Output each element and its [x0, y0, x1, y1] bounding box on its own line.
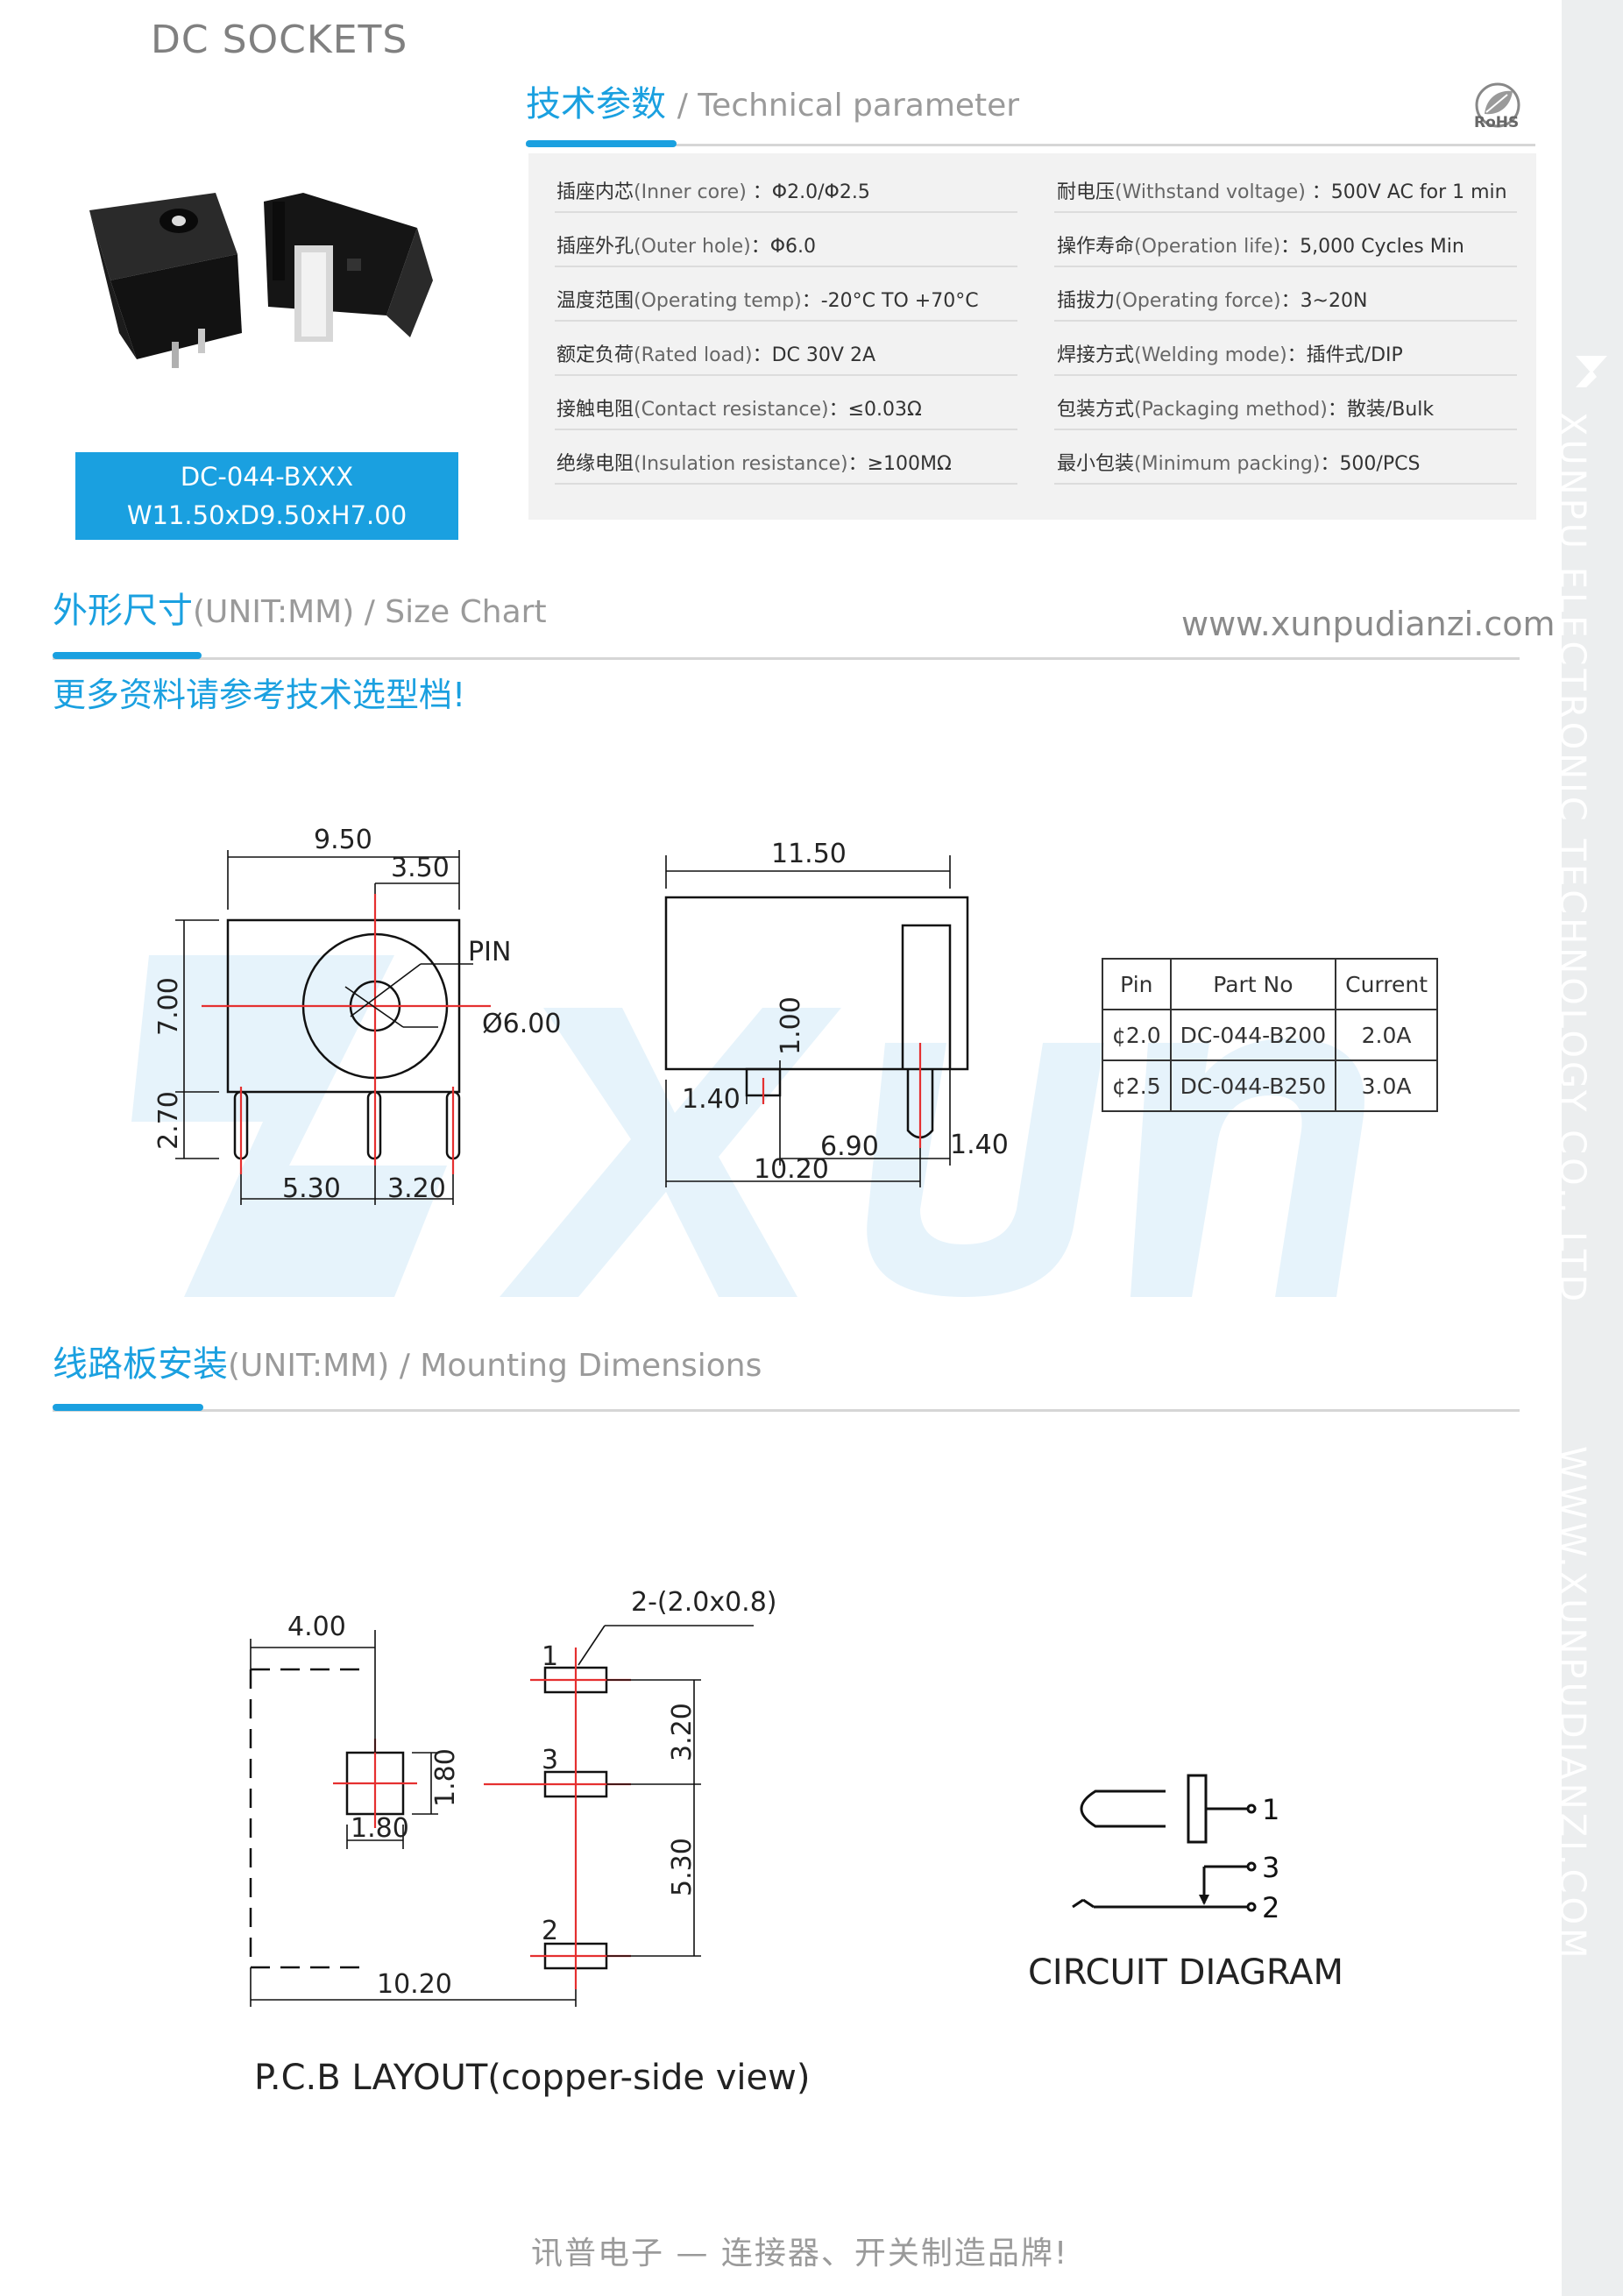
spec-operation-life: 操作寿命(Operation life)：5,000 Cycles Min [1057, 236, 1464, 258]
size-rule [53, 657, 1520, 660]
footer-slogan: 讯普电子 — 连接器、开关制造品牌! [531, 2236, 1069, 2271]
side-website: WWW.XUNPUDIANZI.COM [1552, 1446, 1592, 1962]
table-row: ¢2.0 DC-044-B200 2.0A [1102, 1009, 1439, 1061]
pcb-layout-caption: P.C.B LAYOUT(copper-side view) [254, 2058, 811, 2098]
xunpu-logo-icon [1576, 356, 1607, 387]
website-url: www.xunpudianzi.com [1181, 605, 1556, 643]
rohs-leaf-icon [1475, 82, 1520, 128]
spec-withstand-voltage: 耐电压(Withstand voltage) ：500V AC for 1 mi… [1057, 181, 1507, 203]
dim-pitch-3-2: 5.30 [667, 1838, 698, 1896]
label-pin: PIN [468, 937, 511, 967]
spec-operating-force: 插拔力(Operating force)：3~20N [1057, 290, 1368, 312]
pcb-pad-1-label: 1 [542, 1641, 558, 1672]
spec-inner-core: 插座内芯(Inner core) ：Φ2.0/Φ2.5 [556, 181, 870, 203]
mount-rule [53, 1409, 1520, 1412]
circuit-terminal-3: 3 [1262, 1851, 1279, 1884]
table-row: ¢2.5 DC-044-B250 3.0A [1102, 1059, 1439, 1112]
dim-pad-width: 1.80 [351, 1813, 409, 1844]
pcb-layout-drawing: 4.00 2-(2.0x0.8) 1.80 1.80 3.20 5.30 10.… [249, 1587, 777, 2007]
dim-front-offset: 3.50 [391, 853, 450, 883]
tech-section-title: 技术参数 / Technical parameter [526, 75, 1019, 126]
tech-accent [526, 140, 677, 147]
model-code: DC-044-BXXX [180, 462, 354, 492]
pcb-pad-3-label: 3 [542, 1745, 558, 1775]
tech-title-en: / Technical parameter [677, 88, 1020, 124]
spec-packaging-method: 包装方式(Packaging method)：散装/Bulk [1057, 399, 1435, 421]
size-title-cn: 外形尺寸 [53, 591, 193, 631]
size-section-title: 外形尺寸(UNIT:MM) / Size Chart [53, 582, 547, 633]
spec-operating-temp: 温度范围(Operating temp)：-20°C TO +70°C [556, 290, 979, 312]
circuit-terminal-1: 1 [1262, 1793, 1279, 1826]
dim-side-pin-width: 1.40 [682, 1084, 741, 1115]
table-header-row: Pin Part No Current [1102, 958, 1439, 1010]
dim-side-pin-height: 1.00 [776, 996, 806, 1055]
dim-side-span-b: 10.20 [754, 1154, 829, 1185]
mount-section-title: 线路板安装(UNIT:MM) / Mounting Dimensions [53, 1336, 762, 1386]
mount-title-cn: 线路板安装 [53, 1344, 228, 1385]
spec-contact-resistance: 接触电阻(Contact resistance)：≤0.03Ω [556, 399, 922, 421]
spec-insulation-resistance: 绝缘电阻(Insulation resistance)：≥100MΩ [556, 453, 952, 475]
dim-pitch-b: 3.20 [387, 1173, 446, 1204]
model-size: W11.50xD9.50xH7.00 [126, 500, 408, 530]
dim-pcb-offset: 4.00 [287, 1612, 346, 1642]
side-body [664, 896, 969, 1071]
model-box: DC-044-BXXX W11.50xD9.50xH7.00 [75, 452, 458, 540]
side-strip [1562, 0, 1623, 2296]
dim-pitch-a: 5.30 [282, 1173, 341, 1204]
dim-side-rear-pin: 1.40 [950, 1130, 1009, 1160]
dim-side-length: 11.50 [771, 839, 847, 869]
more-info-note: 更多资料请参考技术选型档! [53, 676, 466, 714]
dim-pcb-slot: 2-(2.0x0.8) [631, 1587, 777, 1618]
size-title-en: (UNIT:MM) / Size Chart [193, 594, 547, 630]
circuit-diagram: 1 3 2 [1072, 1774, 1279, 1924]
product-line-title: DC SOCKETS [151, 18, 408, 62]
table-header-pin: Pin [1102, 958, 1172, 1010]
mount-title-en: (UNIT:MM) / Mounting Dimensions [228, 1348, 762, 1384]
dim-front-width: 9.50 [314, 825, 372, 855]
pcb-pad-2-label: 2 [542, 1916, 558, 1946]
spec-welding-mode: 焊接方式(Welding mode)：插件式/DIP [1057, 344, 1403, 366]
spec-rated-load: 额定负荷(Rated load)：DC 30V 2A [556, 344, 875, 366]
dim-hole-diameter: Ø6.00 [482, 1009, 561, 1039]
side-company: XUNPU ELECTRONIC TECHNOLOGY CO., LTD [1552, 412, 1592, 1306]
dim-side-span-a: 6.90 [820, 1131, 879, 1162]
tech-title-cn: 技术参数 [526, 84, 666, 124]
dim-pcb-total: 10.20 [377, 1969, 452, 2000]
front-view-drawing: 9.50 3.50 PIN Ø6.00 7.00 2.70 5.30 3.20 [153, 825, 561, 1205]
dim-pin-length: 2.70 [153, 1091, 184, 1150]
side-view-drawing: 11.50 1.00 1.40 6.90 1.40 10.20 [664, 839, 1009, 1187]
tech-rule [526, 144, 1535, 146]
product-photo [89, 193, 433, 368]
mount-accent [53, 1404, 203, 1411]
rohs-label: RoHS [1474, 114, 1520, 131]
table-header-part: Part No [1169, 958, 1337, 1010]
dim-front-height: 7.00 [153, 977, 184, 1036]
dim-pitch-1-3: 3.20 [667, 1703, 698, 1761]
dim-pad-height: 1.80 [430, 1748, 461, 1807]
spec-outer-hole: 插座外孔(Outer hole)：Φ6.0 [556, 236, 817, 258]
spec-panel: 插座内芯(Inner core) ：Φ2.0/Φ2.5 插座外孔(Outer h… [528, 153, 1536, 520]
table-header-current: Current [1335, 958, 1439, 1010]
pin-part-table: Pin Part No Current ¢2.0 DC-044-B200 2.0… [1102, 958, 1439, 1112]
circuit-diagram-caption: CIRCUIT DIAGRAM [1028, 1952, 1343, 1993]
spec-minimum-packing: 最小包装(Minimum packing)：500/PCS [1057, 453, 1421, 475]
size-accent [53, 652, 202, 659]
circuit-terminal-2: 2 [1262, 1891, 1279, 1924]
